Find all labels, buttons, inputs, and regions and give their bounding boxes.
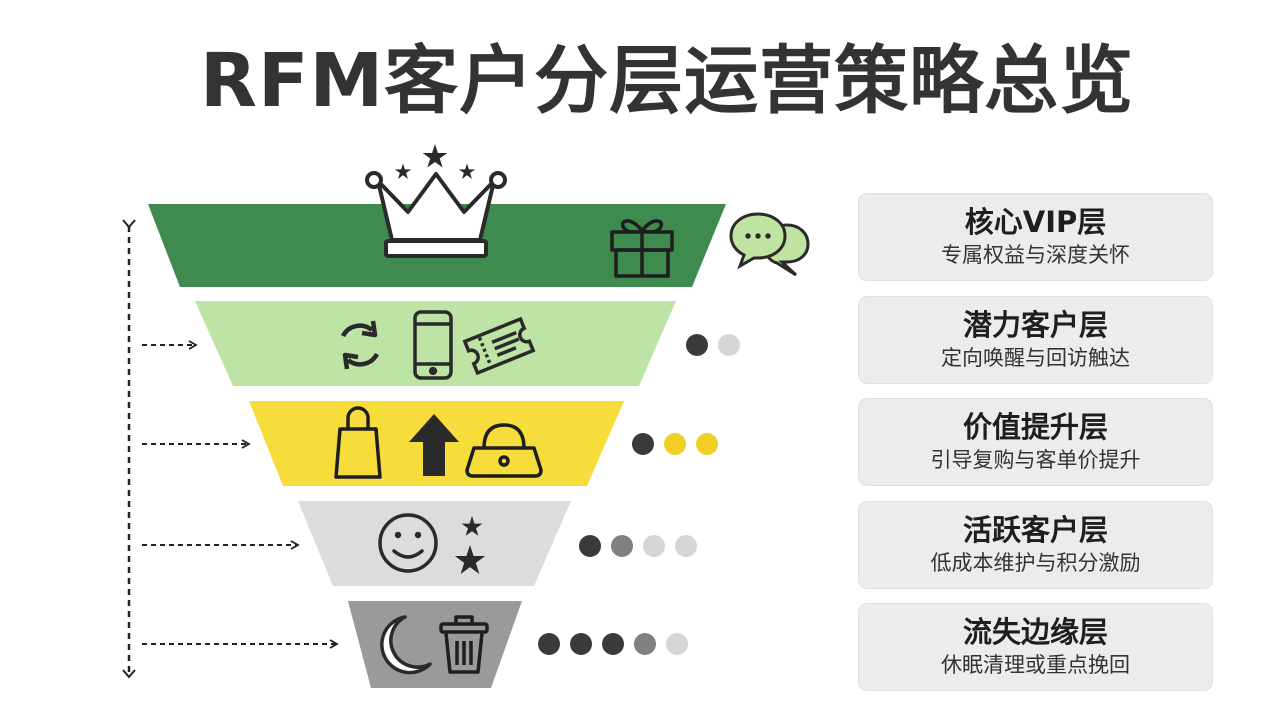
- chat-bubbles-icon: [729, 212, 810, 277]
- indicator-dot-yellow: [664, 433, 686, 455]
- indicator-dot-dark: [570, 633, 592, 655]
- indicator-dot-mid: [611, 535, 633, 557]
- indicator-dot-dark: [538, 633, 560, 655]
- indicator-dot-light: [666, 633, 688, 655]
- star-icon: [454, 545, 486, 574]
- indicator-dots: [538, 334, 740, 655]
- shopping-bag-icon: [334, 406, 382, 479]
- trash-icon: [439, 615, 489, 674]
- moon-icon: [380, 615, 432, 675]
- handbag-icon: [465, 423, 543, 478]
- indicator-dot-dark: [579, 535, 601, 557]
- tier-card-desc: 定向唤醒与回访触达: [941, 346, 1130, 370]
- tier-card-title: 活跃客户层: [962, 513, 1108, 547]
- indicator-dot-light: [675, 535, 697, 557]
- page-title: RFM客户分层运营策略总览: [200, 38, 1135, 124]
- star-icon: [458, 163, 476, 179]
- tier-potential: [195, 301, 676, 386]
- crown-icon: [365, 171, 507, 258]
- tier-card-desc: 休眠清理或重点挽回: [941, 653, 1130, 677]
- tier-card-title: 流失边缘层: [962, 615, 1108, 649]
- tier-card-title: 潜力客户层: [962, 308, 1108, 342]
- tier-card-core-vip: 核心VIP层 专属权益与深度关怀: [858, 193, 1213, 281]
- refresh-icon: [340, 320, 380, 370]
- star-icon: [422, 144, 448, 168]
- ticket-icon: [462, 316, 536, 376]
- tier-card-title: 价值提升层: [962, 410, 1108, 444]
- up-arrow-icon: [409, 414, 459, 476]
- indicator-dot-dark: [632, 433, 654, 455]
- tier-card-desc: 低成本维护与积分激励: [930, 551, 1141, 575]
- gift-icon: [610, 219, 674, 278]
- indicator-dot-yellow: [696, 433, 718, 455]
- tier-churn: [348, 601, 522, 688]
- indicator-dot-light: [718, 334, 740, 356]
- indicator-dot-dark: [602, 633, 624, 655]
- tier-card-desc: 引导复购与客单价提升: [930, 448, 1141, 472]
- tier-card-desc: 专属权益与深度关怀: [941, 243, 1130, 267]
- indicator-dot-light: [643, 535, 665, 557]
- smiley-icon: [378, 513, 438, 573]
- tier-card-title: 核心VIP层: [964, 205, 1107, 239]
- tier-card-churn: 流失边缘层 休眠清理或重点挽回: [858, 603, 1213, 691]
- tier-card-active: 活跃客户层 低成本维护与积分激励: [858, 501, 1213, 589]
- tier-card-value-up: 价值提升层 引导复购与客单价提升: [858, 398, 1213, 486]
- smartphone-icon: [413, 310, 453, 380]
- tier-card-potential: 潜力客户层 定向唤醒与回访触达: [858, 296, 1213, 384]
- indicator-dot-mid: [634, 633, 656, 655]
- star-icon: [461, 516, 483, 536]
- star-icon: [394, 163, 412, 179]
- indicator-dot-dark: [686, 334, 708, 356]
